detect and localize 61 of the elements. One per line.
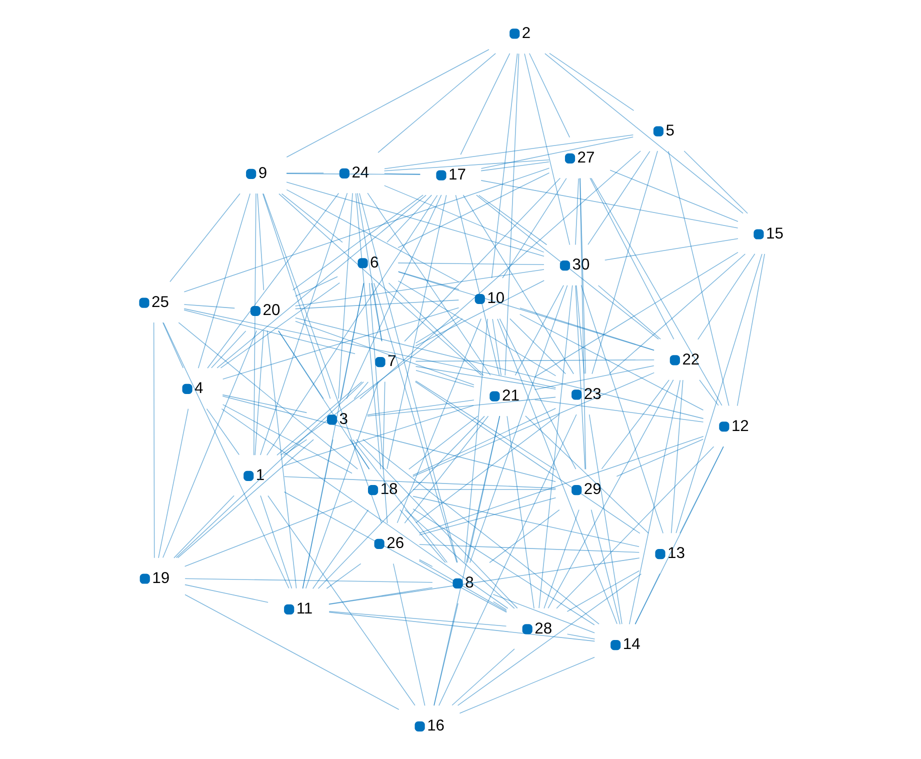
connector	[178, 322, 358, 470]
connector	[384, 134, 634, 170]
node-label: 7	[387, 353, 396, 370]
connector	[175, 381, 364, 558]
connector	[556, 446, 714, 609]
node-label: 5	[665, 122, 674, 140]
connector	[294, 320, 474, 386]
connector	[184, 594, 399, 710]
node-label: 3	[338, 410, 348, 428]
connector	[414, 380, 556, 470]
connector	[524, 416, 648, 534]
node-label: 15	[766, 225, 783, 242]
node-label: 2	[521, 24, 530, 42]
node-label: 10	[486, 290, 504, 308]
connector	[534, 252, 738, 378]
node-label: 13	[667, 545, 684, 562]
connector	[286, 189, 459, 282]
node-label: 16	[426, 718, 444, 735]
connector	[480, 136, 633, 169]
node-label: 30	[572, 256, 590, 274]
connector	[518, 314, 704, 411]
node-label: 6	[370, 254, 378, 272]
connector	[355, 438, 518, 609]
node-label: 1	[255, 467, 264, 484]
connector	[608, 254, 746, 374]
node-label: 9	[258, 165, 267, 182]
node-label: 26	[386, 535, 404, 552]
connector	[220, 282, 340, 368]
node-label: 20	[262, 302, 280, 320]
connector	[404, 509, 514, 609]
node-label: 23	[583, 386, 601, 403]
connector	[454, 194, 500, 376]
node-label: 27	[576, 150, 594, 167]
connector	[286, 182, 544, 257]
connector	[222, 404, 352, 474]
connector	[388, 282, 484, 376]
node-label: 4	[194, 380, 203, 398]
connector	[267, 495, 415, 706]
node-label: 22	[682, 351, 700, 368]
connector	[383, 185, 544, 253]
node-label: 12	[730, 418, 748, 435]
connector	[359, 150, 640, 400]
node-label: 28	[534, 620, 552, 638]
connector	[397, 172, 550, 248]
node-label: 8	[464, 574, 474, 592]
node-label: 17	[448, 166, 466, 184]
connector	[396, 318, 481, 524]
node-label: 21	[502, 387, 519, 404]
connector	[292, 194, 423, 290]
connector	[362, 438, 599, 624]
node-label: 25	[151, 294, 168, 311]
node-label: 19	[152, 570, 170, 587]
node-label: 29	[583, 481, 601, 498]
node-label: 18	[380, 481, 398, 498]
connector	[216, 194, 426, 368]
node-label: 14	[622, 636, 640, 654]
node-label: 11	[296, 600, 312, 618]
connector	[456, 574, 642, 706]
connector	[404, 178, 560, 342]
node-label: 24	[351, 164, 369, 182]
connector	[220, 408, 508, 609]
